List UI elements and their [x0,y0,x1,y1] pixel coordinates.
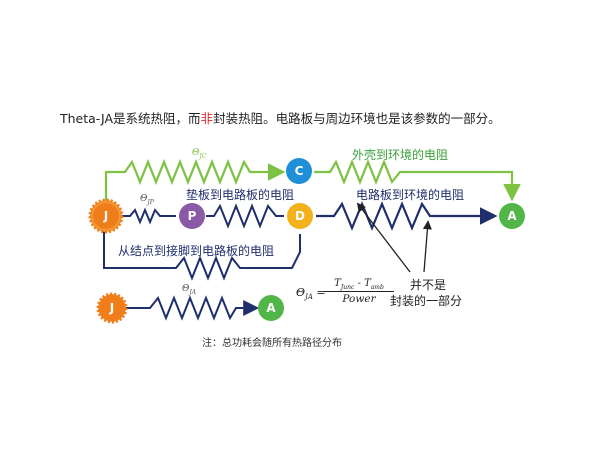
annotation-arrow-2 [422,220,432,273]
junction-to-pin-label: 从结点到接脚到电路板的电阻 [118,244,275,258]
green-path-j-to-c [104,159,286,203]
node-p: P [179,203,205,229]
not-package-label-line1: 并不是 [410,278,447,292]
green-path-c-to-a [314,159,521,202]
blue-path-d-to-a [316,201,498,231]
caption-highlight: 非 [200,111,214,126]
blue-path-junction-to-pin [103,230,301,281]
board-to-env-label: 电路板到环境的电阻 [356,188,465,202]
node-a-bottom: A [258,295,284,321]
footnote: 注：总功耗会随所有热路径分布 [202,338,342,349]
caption-text: Theta-JA是系统热阻，而非封装热阻。电路板与周边环境也是该参数的一部分。 [60,111,501,126]
annotation-arrow-1 [356,202,411,273]
blue-path-bottom-j-to-a [124,295,260,321]
theta-ja-label: ΘJA [182,284,197,296]
node-j-bottom: J [99,295,125,321]
node-a-top: A [499,203,525,229]
blue-path-j-to-p [118,207,176,225]
pad-to-board-label: 垫板到电路板的电阻 [186,188,295,202]
node-d: D [287,203,313,229]
blue-path-p-to-d [206,203,284,229]
not-package-label-line2: 封装的一部分 [390,294,463,308]
theta-jc-label: ΘJC [192,148,207,160]
theta-jp-label: ΘJP [140,194,154,206]
node-c: C [286,158,312,184]
node-j-top: J [93,203,119,229]
case-to-env-label: 外壳到环境的电阻 [352,148,449,162]
